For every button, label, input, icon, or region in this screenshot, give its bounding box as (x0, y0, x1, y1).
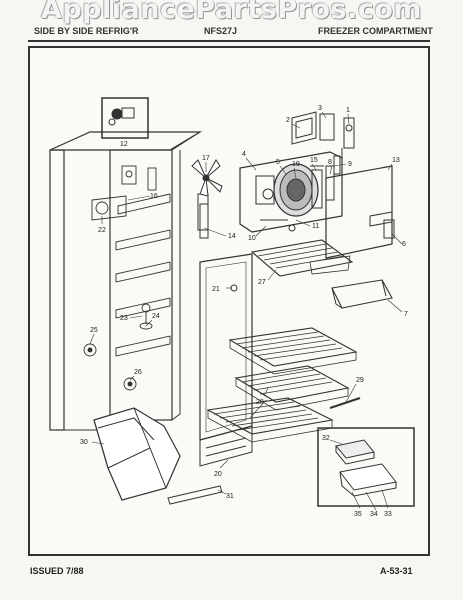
callout-16: 16 (150, 193, 158, 200)
issued-date: ISSUED 7/88 (30, 566, 84, 576)
evaporator-fan-blade (191, 159, 223, 197)
header-section-title: FREEZER COMPARTMENT (318, 26, 433, 36)
callout-33: 33 (384, 511, 392, 518)
header-product-type: SIDE BY SIDE REFRIG'R (34, 26, 139, 36)
callout-17: 17 (202, 155, 210, 162)
diagram-frame: 1 2 3 4 5 6 7 8 9 10 11 12 13 14 15 16 1… (28, 46, 430, 556)
callout-12: 12 (120, 141, 128, 148)
cabinet-outline (49, 131, 203, 431)
callout-3: 3 (318, 105, 322, 112)
callout-2: 2 (286, 117, 290, 124)
callout-7: 7 (404, 311, 408, 318)
callout-11: 11 (312, 223, 319, 230)
callout-28: 28 (256, 399, 264, 406)
header-model: NFS27J (204, 26, 238, 36)
evaporator-side-parts (199, 188, 296, 239)
callout-23: 23 (120, 315, 128, 322)
callout-22: 22 (98, 227, 106, 234)
evaporator-assembly (239, 151, 343, 233)
callout-9: 9 (348, 161, 352, 168)
callout-26: 26 (134, 369, 142, 376)
diagram-header: SIDE BY SIDE REFRIG'R NFS27J FREEZER COM… (28, 26, 433, 40)
callout-27: 27 (258, 279, 266, 286)
rear-cover-panel (325, 165, 395, 259)
callout-5: 5 (276, 159, 280, 166)
callout-21: 21 (212, 286, 220, 293)
callout-34: 34 (370, 511, 378, 518)
freezer-shelves-28 (206, 327, 358, 443)
callout-4: 4 (242, 151, 246, 158)
callout-20: 20 (214, 471, 222, 478)
callout-25: 25 (90, 327, 98, 334)
callout-32: 32 (322, 435, 330, 442)
storage-bin-30 (93, 407, 181, 501)
callout-30: 30 (80, 439, 88, 446)
header-rule (28, 40, 430, 42)
callout-8: 8 (328, 159, 332, 166)
bottom-grille-20 (199, 425, 253, 467)
callout-29: 29 (356, 377, 364, 384)
callout-labels: 1 2 3 4 5 6 7 8 9 10 11 12 13 14 15 16 1… (80, 105, 408, 518)
callout-24: 24 (152, 313, 160, 320)
page-code: A-53-31 (380, 566, 413, 576)
callout-15: 15 (310, 157, 318, 164)
trim-strip-29 (329, 396, 361, 410)
callout-leaders (89, 111, 403, 511)
callout-19: 19 (292, 161, 300, 168)
callout-10: 10 (248, 235, 256, 242)
trim-strip-31 (167, 485, 223, 505)
callout-31: 31 (226, 493, 234, 500)
ice-bin-part-7 (331, 279, 393, 309)
cabinet-interior (83, 165, 171, 391)
callout-1: 1 (346, 107, 350, 114)
top-bracket-parts (291, 111, 355, 175)
freezer-liner-panel (197, 193, 253, 441)
exploded-parts-diagram: 1 2 3 4 5 6 7 8 9 10 11 12 13 14 15 16 1… (49, 97, 415, 518)
callout-14: 14 (228, 233, 236, 240)
inset-box-part-12 (101, 97, 149, 139)
watermark: AppliancePartsPros.com (40, 0, 423, 25)
callout-35: 35 (354, 511, 362, 518)
callout-6: 6 (402, 241, 406, 248)
ice-tray-inset (317, 427, 415, 507)
callout-13: 13 (392, 157, 400, 164)
upper-wire-shelf (250, 239, 354, 277)
